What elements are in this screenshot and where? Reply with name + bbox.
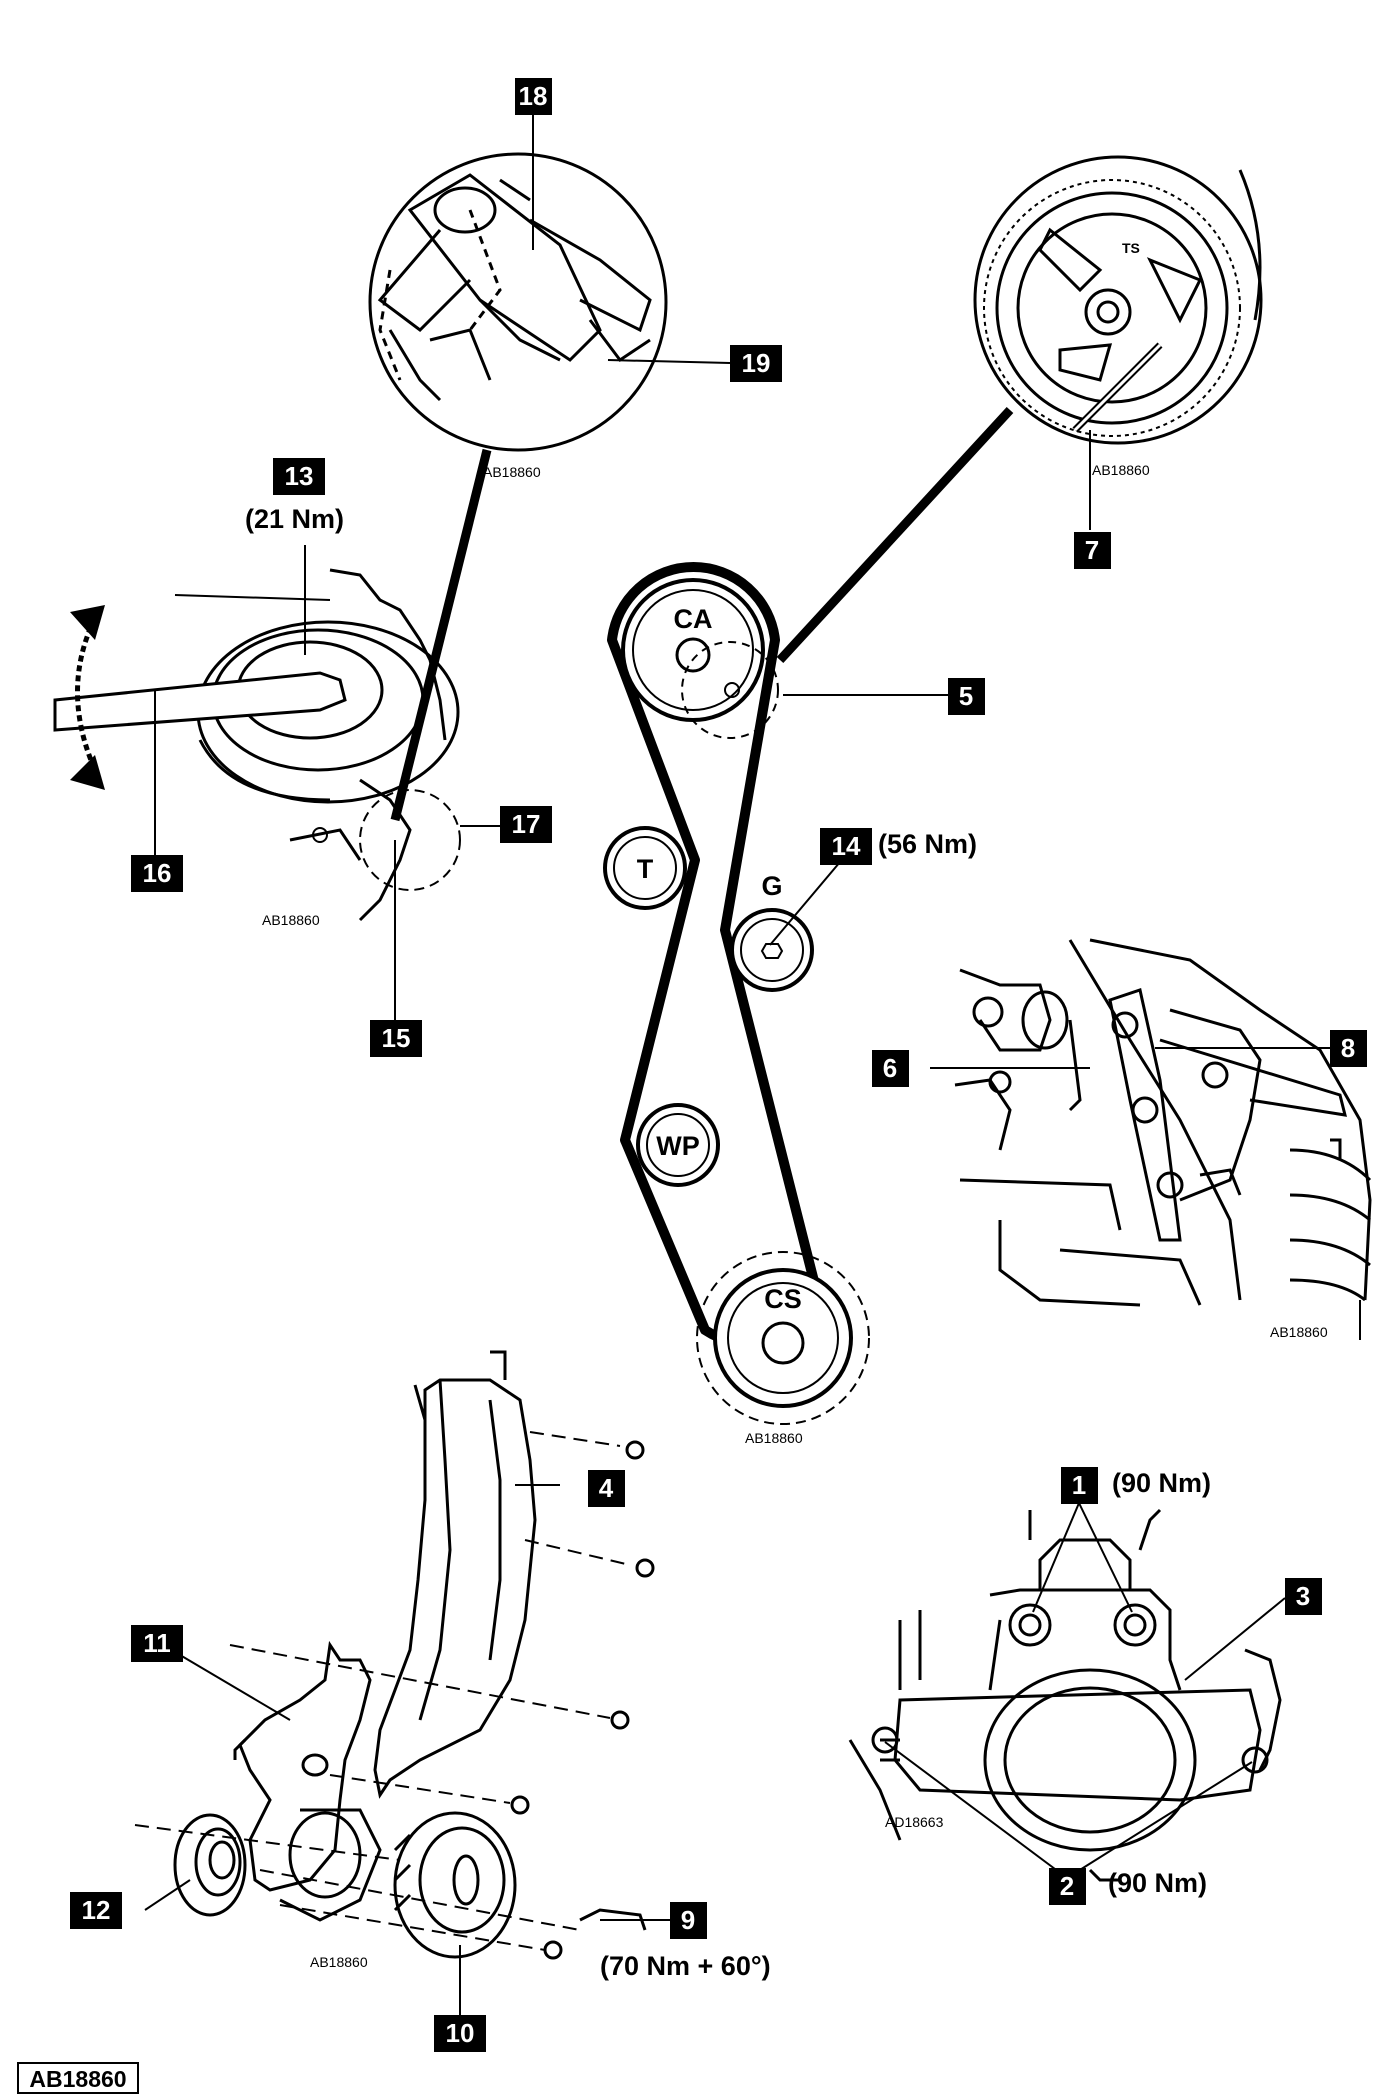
pulley-label-water-pump: WP [656, 1131, 700, 1161]
figure-ref-4: AB18860 [745, 1430, 803, 1446]
svg-text:13: 13 [285, 461, 314, 491]
pulley-label-guide: G [761, 871, 782, 901]
callout-14: 14 [820, 828, 872, 865]
callout-15: 15 [370, 1020, 422, 1057]
callout-5: 5 [948, 678, 985, 715]
callout-boxes: 18 19 13 7 5 17 14 16 15 6 8 4 1 3 11 2 … [70, 78, 1367, 2052]
svg-text:2: 2 [1060, 1871, 1074, 1901]
detail-engine-mount [848, 1508, 1282, 1882]
detail-circle-locking-tool [368, 110, 731, 452]
detail-crankshaft-tool [53, 545, 500, 1020]
callout-17: 17 [500, 806, 552, 843]
figure-ref-5: AB18860 [1270, 1324, 1328, 1340]
svg-text:10: 10 [446, 2018, 475, 2048]
svg-text:5: 5 [959, 681, 973, 711]
connector-line-right [776, 406, 1014, 664]
torque-2: (90 Nm) [1108, 1868, 1207, 1898]
svg-text:16: 16 [143, 858, 172, 888]
callout-13: 13 [273, 458, 325, 495]
svg-text:15: 15 [382, 1023, 411, 1053]
callout-1: 1 [1061, 1467, 1098, 1504]
callout-6: 6 [872, 1050, 909, 1087]
torque-13: (21 Nm) [245, 504, 344, 534]
svg-text:4: 4 [599, 1473, 614, 1503]
svg-text:9: 9 [681, 1905, 695, 1935]
torque-9: (70 Nm + 60°) [600, 1951, 771, 1981]
torque-14: (56 Nm) [878, 829, 977, 859]
detail-timing-covers [173, 1350, 655, 1960]
gear-timing-mark: TS [1122, 240, 1140, 256]
pulley-label-tensioner: T [637, 854, 654, 884]
figure-ref-2: AB18860 [1092, 462, 1150, 478]
torque-1: (90 Nm) [1112, 1468, 1211, 1498]
svg-text:3: 3 [1296, 1581, 1310, 1611]
figure-id-label: AB18860 [29, 2066, 126, 2092]
svg-text:11: 11 [143, 1628, 171, 1658]
svg-text:7: 7 [1085, 535, 1099, 565]
callout-4: 4 [588, 1470, 625, 1507]
detail-circle-camshaft-gear [973, 155, 1263, 530]
timing-belt-layout [603, 562, 948, 1425]
callout-10: 10 [434, 2015, 486, 2052]
exploded-dash-lines [134, 1431, 631, 1951]
callout-19: 19 [730, 345, 782, 382]
callout-9: 9 [670, 1902, 707, 1939]
svg-text:19: 19 [742, 348, 771, 378]
callout-7: 7 [1074, 532, 1111, 569]
callout-11: 11 [131, 1625, 183, 1662]
callout-3: 3 [1285, 1578, 1322, 1615]
callout-16: 16 [131, 855, 183, 892]
callout-12: 12 [70, 1892, 122, 1929]
svg-text:8: 8 [1341, 1033, 1355, 1063]
detail-engine-bracket [954, 938, 1372, 1340]
pulley-label-crankshaft: CS [764, 1284, 802, 1314]
pulley-label-camshaft: CA [674, 604, 713, 634]
figure-id-box: AB18860 [17, 2062, 139, 2094]
connector-line-left [390, 448, 492, 822]
callout-18: 18 [515, 78, 552, 115]
svg-text:18: 18 [519, 81, 548, 111]
figure-ref-6: AB18860 [310, 1954, 368, 1970]
figure-ref-3: AB18860 [262, 912, 320, 928]
callout-2: 2 [1049, 1868, 1086, 1905]
svg-text:17: 17 [512, 809, 541, 839]
callout-8: 8 [1330, 1030, 1367, 1067]
svg-text:12: 12 [82, 1895, 111, 1925]
svg-text:14: 14 [832, 831, 861, 861]
svg-text:6: 6 [883, 1053, 897, 1083]
figure-ref-7: AD18663 [885, 1814, 944, 1830]
figure-ref-1: AB18860 [483, 464, 541, 480]
svg-text:1: 1 [1072, 1470, 1086, 1500]
